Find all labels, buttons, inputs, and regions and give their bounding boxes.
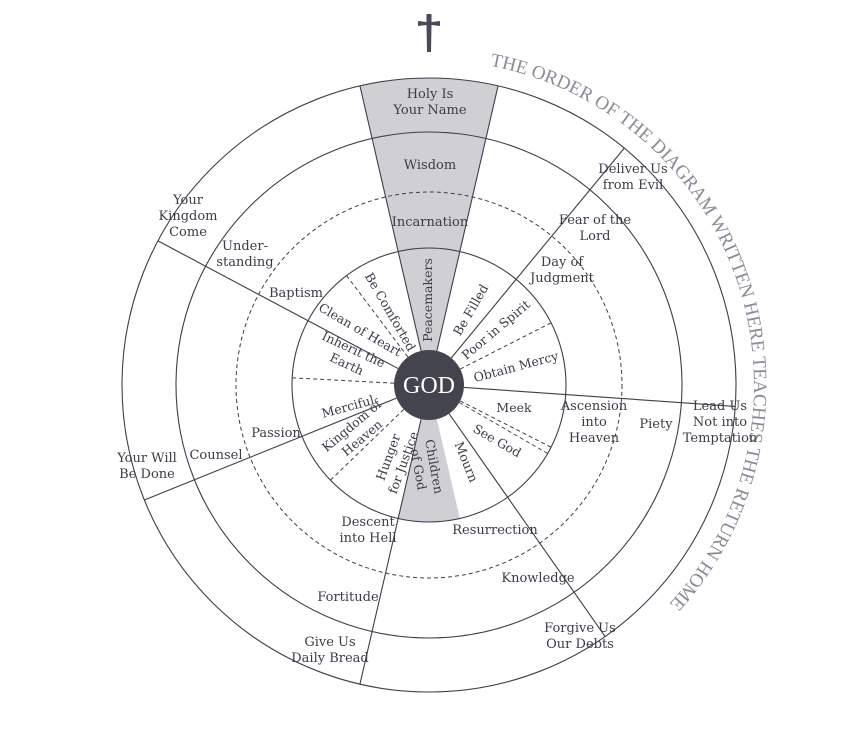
petition-label-line: Your Will <box>116 451 177 466</box>
beatitude-label-line: See God <box>471 421 524 460</box>
outer-ring <box>121 77 737 693</box>
inner-dash-line <box>292 377 395 384</box>
mystery-label-line: Resurrection <box>452 523 538 538</box>
petition-label-line: Your <box>172 193 204 208</box>
beatitude-label: Childrenof God <box>406 438 446 498</box>
spoke-line <box>157 240 399 370</box>
beatitude-label: Meek <box>496 400 532 415</box>
gift-label-line: Fear of the <box>559 213 631 228</box>
petition-label-line: Give Us <box>304 635 355 650</box>
spoke-line <box>436 85 499 352</box>
spoke-line <box>359 85 422 352</box>
mystery-label-line: into Hell <box>339 531 396 546</box>
mystery-label: Resurrection <box>452 523 538 538</box>
mystery-label: Baptism <box>269 286 323 301</box>
gift-label: Knowledge <box>501 571 575 586</box>
petition-label-line: Not into <box>693 415 747 430</box>
petition-label-line: Temptation <box>683 431 758 446</box>
petition-label-line: Your Name <box>392 103 466 118</box>
gift-label-line: Knowledge <box>501 571 575 586</box>
shaded-wedge-peacemakers <box>398 248 460 351</box>
spoke-line <box>448 413 606 637</box>
gift-label-line: Fortitude <box>317 590 379 605</box>
spoke-line <box>359 418 422 685</box>
spoke-line <box>144 397 397 501</box>
shaded-wedge-children-of-god <box>398 419 460 522</box>
inner-dash-line <box>459 400 552 448</box>
mystery-label: Incarnation <box>392 215 469 230</box>
beatitude-label-line: Mourn <box>452 439 482 484</box>
gift-label: Wisdom <box>404 158 456 173</box>
beatitude-label: See God <box>471 421 524 460</box>
spoke-line <box>463 386 736 407</box>
beatitude-label-line: Peacemakers <box>420 258 435 342</box>
gifts-ring <box>175 131 683 639</box>
mystery-label-line: Day of <box>541 255 584 270</box>
mysteries-ring <box>235 191 623 579</box>
petition-label-line: Kingdom <box>158 209 217 224</box>
beatitudes-ring <box>291 247 567 523</box>
petition-label-line: Deliver Us <box>598 162 667 177</box>
gift-label-line: Lord <box>580 229 611 244</box>
mystery-label-line: Passion <box>251 426 301 441</box>
gift-label: Under-standing <box>216 239 273 270</box>
petition-label-line: Come <box>169 225 207 240</box>
gift-label: Piety <box>639 417 673 432</box>
mystery-label-line: Incarnation <box>392 215 469 230</box>
inner-dash-line <box>346 275 409 358</box>
gift-label-line: Under- <box>222 239 268 254</box>
mystery-label: Passion <box>251 426 301 441</box>
petition-label-line: from Evil <box>603 178 663 193</box>
spokes <box>144 85 736 685</box>
inner-dash-line <box>330 408 405 481</box>
gift-label-line: standing <box>216 255 273 270</box>
inner-dash-line <box>459 402 548 454</box>
inner-dash-line <box>459 322 552 370</box>
god-center-circle <box>394 350 464 420</box>
beatitude-label-line: of God <box>408 447 430 491</box>
mystery-label-line: into <box>581 415 607 430</box>
mystery-label-line: Ascension <box>560 399 628 414</box>
cross-icon <box>418 14 440 52</box>
beatitude-label-line: Obtain Mercy <box>472 348 561 385</box>
mystery-label-line: Baptism <box>269 286 323 301</box>
gift-label: Counsel <box>189 448 242 463</box>
inner-dashed-spokes <box>292 275 552 481</box>
gift-label: Fortitude <box>317 590 379 605</box>
gift-label-line: Counsel <box>189 448 242 463</box>
beatitude-label: Mourn <box>452 439 482 484</box>
petition-label-line: Our Debts <box>546 637 614 652</box>
gift-label-line: Wisdom <box>404 158 456 173</box>
petition-label-line: Lead Us <box>693 399 747 414</box>
beatitude-label-line: Meek <box>496 400 532 415</box>
gift-label-line: Piety <box>639 417 673 432</box>
mystery-label-line: Heaven <box>569 431 620 446</box>
god-center-label: GOD <box>403 373 455 399</box>
mystery-label-line: Descent <box>341 515 395 530</box>
petition-label-line: Holy Is <box>407 87 454 102</box>
beatitude-label: Peacemakers <box>420 258 435 342</box>
mystery-label-line: Judgment <box>528 271 595 286</box>
petition-label-line: Daily Bread <box>291 651 369 666</box>
shaded-sector-holy-name <box>359 78 499 351</box>
petition-label-line: Forgive Us <box>544 621 616 636</box>
petition-label-line: Be Done <box>119 467 175 482</box>
spoke-line <box>450 147 625 359</box>
beatitude-label: Obtain Mercy <box>472 348 561 385</box>
